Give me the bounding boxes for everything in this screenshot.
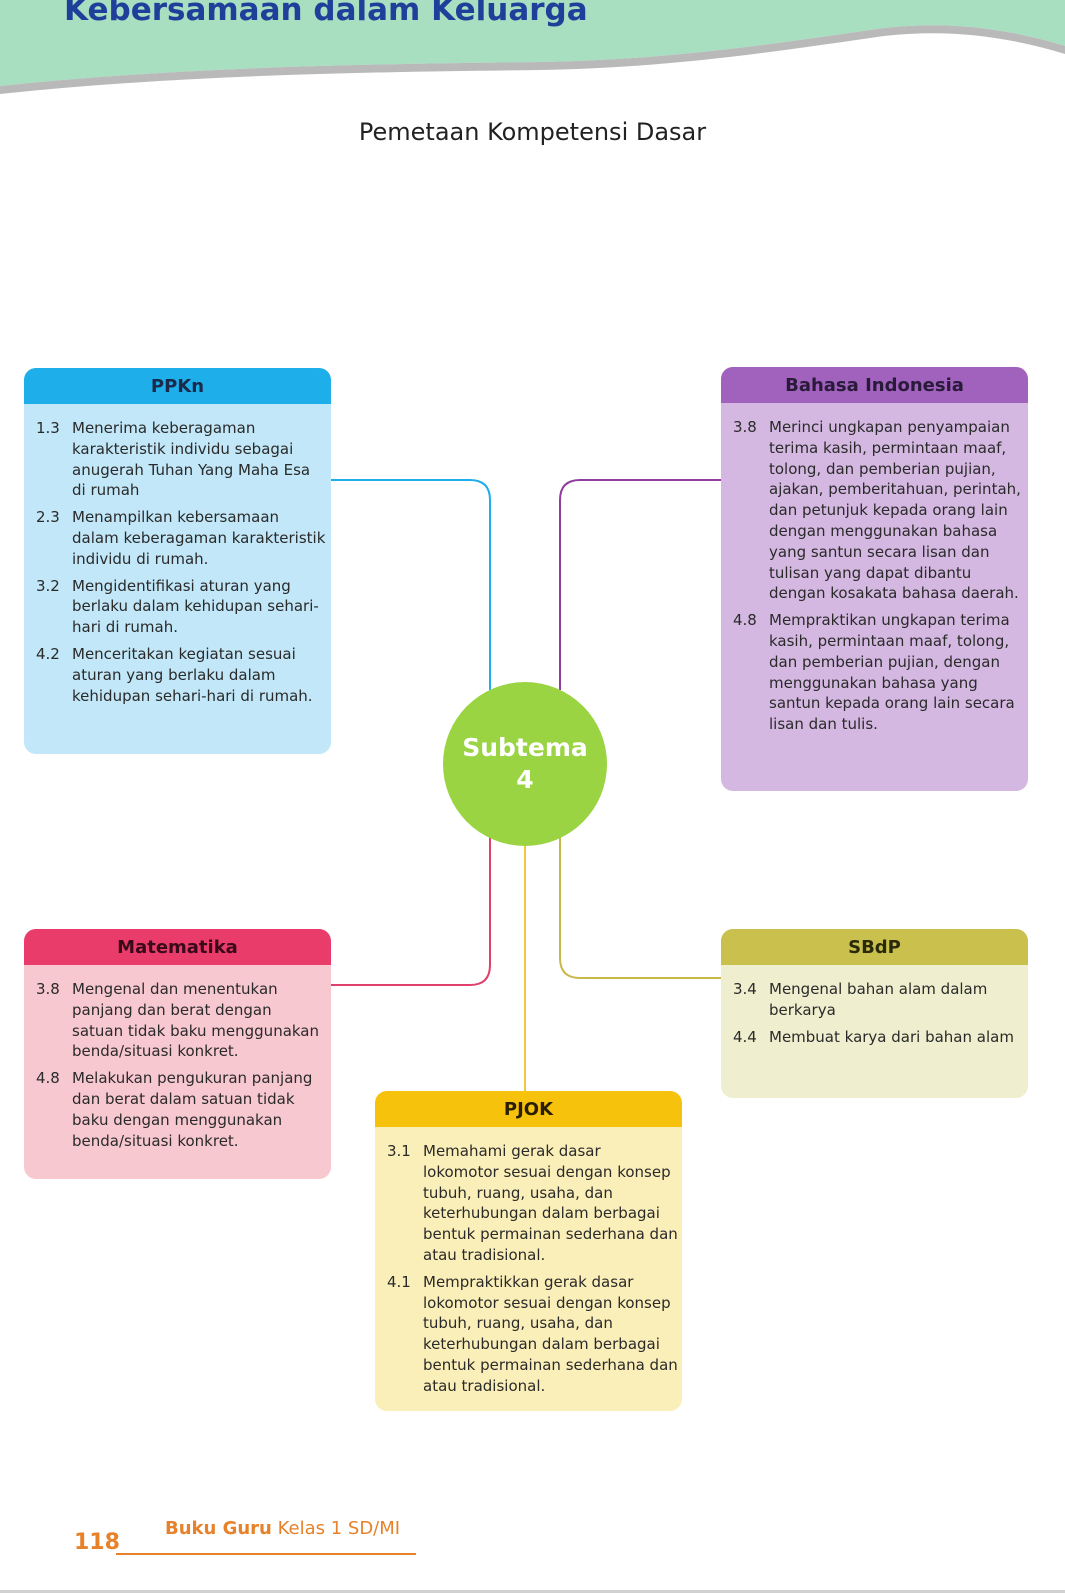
kd-item: 4.8 Melakukan pengukuran panjang dan bera… xyxy=(36,1068,327,1151)
hub-label: Subtema xyxy=(462,733,588,762)
kd-item: 3.8 Mengenal dan menentukan panjang dan b… xyxy=(36,979,327,1062)
kd-text: Mempraktikan ungkapan terima kasih, perm… xyxy=(769,611,1015,734)
kd-text: Membuat karya dari bahan alam xyxy=(769,1027,1014,1046)
kd-number: 3.2 xyxy=(36,576,60,595)
kd-text: Mengenal dan menentukan panjang dan bera… xyxy=(72,980,320,1061)
connector-ppkn xyxy=(331,479,491,690)
connector-sbdp xyxy=(559,835,721,979)
kd-text: Menerima keberagaman karakteristik indiv… xyxy=(72,419,311,500)
card-title: PJOK xyxy=(375,1091,682,1127)
kd-item: 3.8 Merinci ungkapan penyampaian terima k… xyxy=(733,417,1024,604)
footer-divider xyxy=(116,1553,416,1555)
hub-number: 4 xyxy=(516,765,534,794)
connector-mtk xyxy=(331,835,491,986)
kd-text: Melakukan pengukuran panjang dan berat d… xyxy=(72,1069,313,1150)
kd-item: 4.4 Membuat karya dari bahan alam xyxy=(733,1027,1024,1048)
subtema-hub: Subtema 4 xyxy=(443,682,607,846)
card-matematika: Matematika 3.8 Mengenal dan menentukan pa… xyxy=(24,929,331,1179)
card-title: Bahasa Indonesia xyxy=(721,367,1028,403)
kd-item: 4.1 Mempraktikkan gerak dasar lokomotor s… xyxy=(387,1272,678,1397)
card-sbdp: SBdP 3.4 Mengenal bahan alam dalam berkar… xyxy=(721,929,1028,1098)
kd-text: Memahami gerak dasar lokomotor sesuai de… xyxy=(423,1142,678,1264)
header-wave-banner xyxy=(0,0,1065,94)
kd-number: 3.8 xyxy=(36,980,60,998)
kd-text: Mempraktikkan gerak dasar lokomotor sesu… xyxy=(423,1272,678,1395)
kd-item: 3.2 Mengidentifikasi aturan yang berlaku … xyxy=(36,576,327,638)
kd-item: 2.3 Menampilkan kebersamaan dalam keberag… xyxy=(36,507,327,569)
bottom-edge-strip xyxy=(0,1590,1065,1593)
kd-number: 3.8 xyxy=(733,418,757,436)
page-title: Pemetaan Kompetensi Dasar xyxy=(358,118,707,146)
kd-number: 4.4 xyxy=(733,1027,757,1046)
connector-bind xyxy=(559,479,721,690)
kd-item: 4.8 Mempraktikan ungkapan terima kasih, p… xyxy=(733,610,1024,735)
book-title-bold: Buku Guru xyxy=(165,1518,272,1539)
kd-item: 4.2 Menceritakan kegiatan sesuai aturan y… xyxy=(36,644,327,706)
card-pjok: PJOK 3.1 Memahami gerak dasar lokomotor s… xyxy=(375,1091,682,1411)
card-title: SBdP xyxy=(721,929,1028,965)
card-ppkn: PPKn 1.3 Menerima keberagaman karakterist… xyxy=(24,368,331,754)
kd-number: 3.1 xyxy=(387,1142,411,1160)
kd-text: Mengidentifikasi aturan yang berlaku dal… xyxy=(72,576,319,637)
kd-number: 4.8 xyxy=(36,1069,60,1088)
kd-number: 2.3 xyxy=(36,508,60,527)
kd-number: 4.1 xyxy=(387,1272,411,1291)
kd-text: Menampilkan kebersamaan dalam keberagama… xyxy=(72,508,326,568)
kd-number: 4.2 xyxy=(36,644,60,663)
book-title: Buku Guru Kelas 1 SD/MI xyxy=(165,1518,400,1539)
card-title: PPKn xyxy=(24,368,331,404)
card-bahasa-indonesia: Bahasa Indonesia 3.8 Merinci ungkapan pen… xyxy=(721,367,1028,791)
card-title: Matematika xyxy=(24,929,331,965)
kd-number: 4.8 xyxy=(733,611,757,630)
kd-item: 3.4 Mengenal bahan alam dalam berkarya xyxy=(733,979,1024,1021)
kd-item: 3.1 Memahami gerak dasar lokomotor sesuai… xyxy=(387,1141,678,1266)
chapter-title: Kebersamaan dalam Keluarga xyxy=(64,0,588,28)
kd-text: Menceritakan kegiatan sesuai aturan yang… xyxy=(72,644,313,705)
kd-text: Merinci ungkapan penyampaian terima kasi… xyxy=(769,418,1021,603)
page-footer: 118 Buku Guru Kelas 1 SD/MI xyxy=(74,1518,434,1566)
book-title-rest: Kelas 1 SD/MI xyxy=(277,1518,401,1539)
kd-number: 1.3 xyxy=(36,419,60,437)
kd-number: 3.4 xyxy=(733,980,757,998)
kd-text: Mengenal bahan alam dalam berkarya xyxy=(769,980,988,1019)
page-number: 118 xyxy=(74,1530,120,1555)
kd-item: 1.3 Menerima keberagaman karakteristik in… xyxy=(36,418,327,501)
